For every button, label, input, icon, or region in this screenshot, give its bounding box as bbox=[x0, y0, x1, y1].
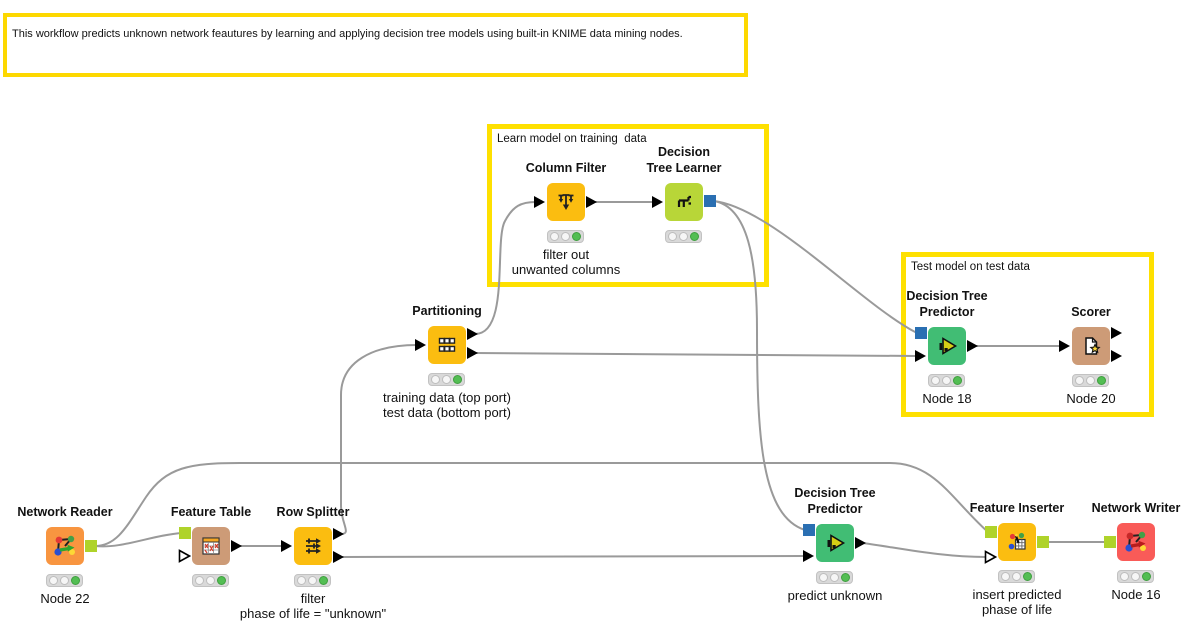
node-network-reader[interactable]: Network Reader Node 22 bbox=[17, 505, 112, 606]
input-port-data[interactable] bbox=[415, 339, 426, 351]
partitioning-icon bbox=[438, 337, 456, 352]
node-scorer-title: Scorer bbox=[1071, 305, 1111, 319]
input-port-data[interactable] bbox=[915, 350, 926, 362]
input-port-data[interactable] bbox=[534, 196, 545, 208]
group-learn-model[interactable]: Learn model on training data bbox=[487, 124, 769, 287]
node-decision-tree-predictor-test[interactable]: Decision Tree Predictor Node 18 bbox=[906, 289, 987, 406]
output-port-network[interactable] bbox=[1037, 536, 1049, 548]
output-port-bottom[interactable] bbox=[1111, 350, 1122, 362]
column-filter-icon bbox=[558, 194, 574, 210]
input-port-data[interactable] bbox=[803, 550, 814, 562]
node-network-writer-label: Node 16 bbox=[1111, 587, 1161, 602]
feature-inserter-icon bbox=[1008, 532, 1026, 550]
group-test-model-label: Test model on test data bbox=[911, 261, 1030, 273]
wire-reader-to-feature-inserter[interactable] bbox=[94, 462, 989, 547]
node-decision-tree-predictor-test-title: Decision Tree Predictor bbox=[906, 289, 988, 319]
workflow-annotation[interactable]: This workflow predicts unknown network f… bbox=[3, 13, 748, 77]
input-port-network[interactable] bbox=[1104, 536, 1116, 548]
scorer-icon bbox=[1085, 337, 1101, 355]
status-traffic-light bbox=[428, 373, 465, 386]
status-traffic-light bbox=[547, 230, 584, 243]
node-decision-tree-predictor-apply-caption: predict unknown bbox=[787, 588, 883, 603]
output-port-data[interactable] bbox=[855, 537, 866, 549]
input-port-optional[interactable] bbox=[178, 549, 191, 563]
node-network-writer[interactable]: Network Writer Node 16 bbox=[1092, 501, 1181, 602]
node-decision-tree-predictor-apply-title: Decision Tree Predictor bbox=[794, 486, 876, 516]
output-port-network[interactable] bbox=[85, 540, 97, 552]
node-row-splitter-title: Row Splitter bbox=[276, 505, 350, 519]
group-test-model[interactable]: Test model on test data bbox=[901, 252, 1154, 417]
status-traffic-light bbox=[665, 230, 702, 243]
input-port-optional[interactable] bbox=[984, 550, 997, 564]
status-traffic-light bbox=[816, 571, 853, 584]
status-traffic-light bbox=[1117, 570, 1154, 583]
node-partitioning-title: Partitioning bbox=[412, 304, 482, 318]
node-scorer[interactable]: Scorer Node 20 bbox=[1059, 305, 1122, 406]
network-icon bbox=[54, 535, 75, 556]
row-splitter-icon bbox=[306, 538, 321, 554]
input-port-data[interactable] bbox=[1059, 340, 1070, 352]
node-network-writer-title: Network Writer bbox=[1091, 501, 1181, 515]
predictor-icon bbox=[939, 337, 958, 355]
predictor-icon bbox=[827, 534, 846, 552]
status-traffic-light bbox=[46, 574, 83, 587]
node-feature-table[interactable]: Feature Table bbox=[171, 505, 251, 587]
status-traffic-light bbox=[1072, 374, 1109, 387]
group-learn-model-label: Learn model on training data bbox=[497, 133, 647, 145]
table-icon bbox=[202, 537, 220, 555]
input-port-network[interactable] bbox=[985, 526, 997, 538]
wire-reader-to-feature-table[interactable] bbox=[94, 532, 183, 548]
decision-tree-icon bbox=[677, 195, 691, 207]
node-column-filter-caption: filter out unwanted columns bbox=[511, 247, 621, 277]
node-feature-inserter-caption: insert predicted phase of life bbox=[972, 587, 1062, 617]
node-feature-table-title: Feature Table bbox=[170, 505, 252, 519]
node-decision-tree-predictor-apply[interactable]: Decision Tree Predictor predict unknown bbox=[788, 486, 883, 603]
node-row-splitter-caption: filter phase of life = "unknown" bbox=[239, 591, 387, 621]
node-feature-inserter-title: Feature Inserter bbox=[969, 501, 1065, 515]
node-feature-inserter[interactable]: Feature Inserter insert predicted phase … bbox=[970, 501, 1064, 617]
node-column-filter[interactable]: Column Filter filter out unwanted column… bbox=[512, 161, 620, 277]
output-port-top[interactable] bbox=[1111, 327, 1122, 339]
output-port-data[interactable] bbox=[967, 340, 978, 352]
output-port-bottom[interactable] bbox=[333, 551, 344, 563]
wire-learner-to-predictor-apply[interactable] bbox=[713, 200, 806, 531]
status-traffic-light bbox=[998, 570, 1035, 583]
node-column-filter-title: Column Filter bbox=[525, 161, 607, 175]
node-decision-tree-learner[interactable]: Decision Tree Learner bbox=[646, 145, 722, 243]
output-port-test[interactable] bbox=[467, 347, 478, 359]
input-port-data[interactable] bbox=[652, 196, 663, 208]
output-port-top[interactable] bbox=[333, 528, 344, 540]
node-scorer-label: Node 20 bbox=[1066, 391, 1116, 406]
input-port-model[interactable] bbox=[803, 524, 815, 536]
wire-learner-to-predictor-test[interactable] bbox=[713, 200, 918, 334]
wire-row-splitter-to-predictor-apply[interactable] bbox=[340, 555, 806, 558]
node-row-splitter[interactable]: Row Splitter filter phase of life = "unk… bbox=[240, 505, 386, 621]
input-port-model[interactable] bbox=[915, 327, 927, 339]
wire-predictor-apply-to-feature-inserter[interactable] bbox=[862, 542, 987, 558]
output-port-data[interactable] bbox=[231, 540, 242, 552]
status-traffic-light bbox=[192, 574, 229, 587]
node-network-reader-title: Network Reader bbox=[17, 505, 113, 519]
node-partitioning[interactable]: Partitioning training data (top port) te… bbox=[383, 304, 511, 420]
wire-partitioning-to-predictor-test[interactable] bbox=[474, 352, 918, 357]
workflow-annotation-text: This workflow predicts unknown network f… bbox=[12, 28, 683, 40]
output-port-model[interactable] bbox=[704, 195, 716, 207]
status-traffic-light bbox=[294, 574, 331, 587]
input-port-data[interactable] bbox=[281, 540, 292, 552]
node-partitioning-caption: training data (top port) test data (bott… bbox=[383, 390, 511, 420]
status-traffic-light bbox=[928, 374, 965, 387]
node-network-reader-label: Node 22 bbox=[40, 591, 90, 606]
wire-partitioning-to-column-filter[interactable] bbox=[474, 201, 537, 335]
node-decision-tree-predictor-test-label: Node 18 bbox=[922, 391, 972, 406]
output-port-data[interactable] bbox=[586, 196, 597, 208]
network-icon bbox=[1125, 531, 1146, 552]
wire-row-splitter-to-partitioning[interactable] bbox=[340, 344, 418, 535]
node-decision-tree-learner-title: Decision Tree Learner bbox=[646, 145, 722, 175]
input-port-network[interactable] bbox=[179, 527, 191, 539]
output-port-training[interactable] bbox=[467, 328, 478, 340]
